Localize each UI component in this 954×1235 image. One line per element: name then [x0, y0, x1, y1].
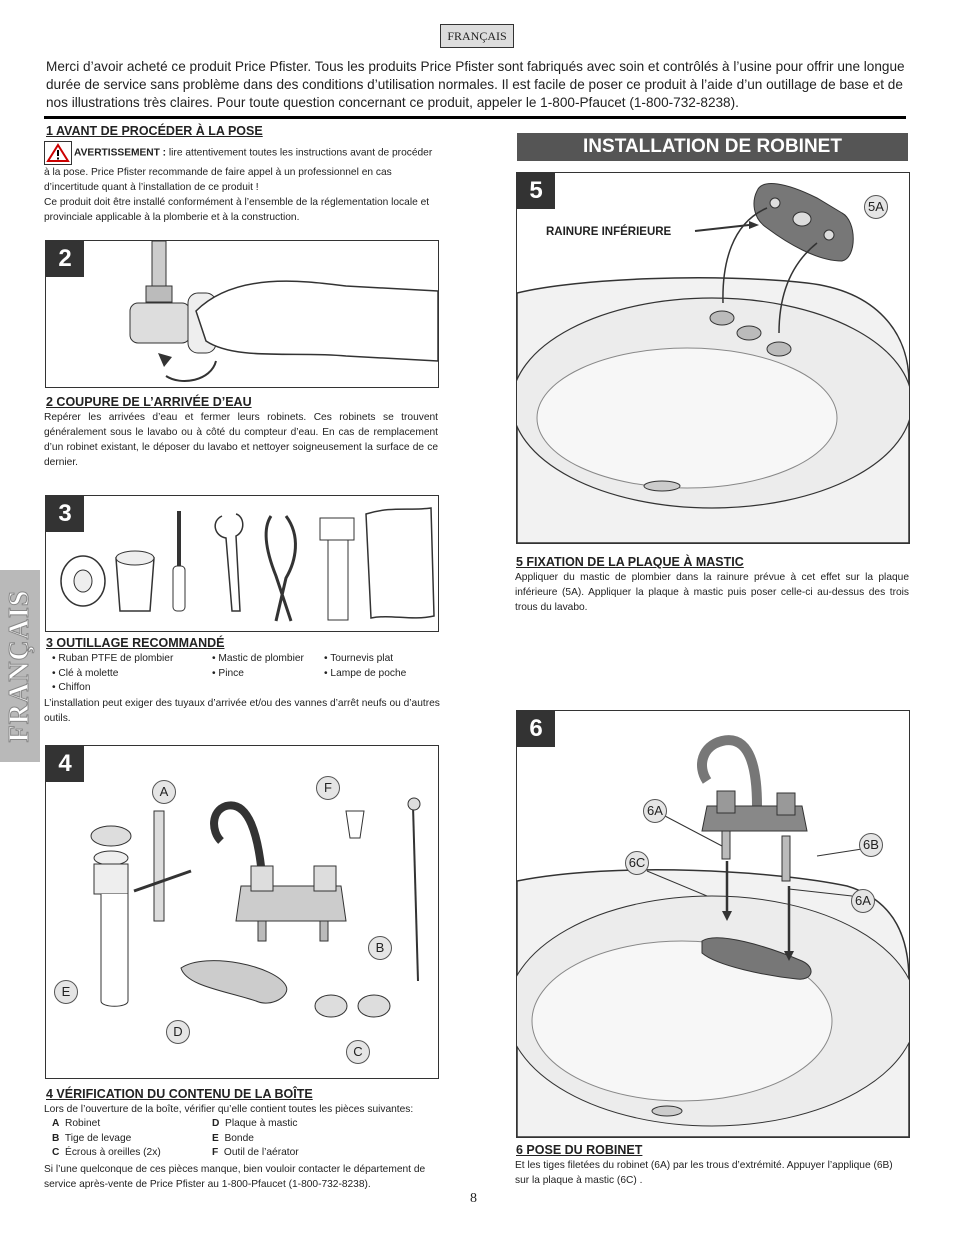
side-language-tab: FRANÇAIS	[0, 570, 40, 762]
tool-item: • Mastic de plombier	[212, 653, 304, 664]
code-text: Ce produit doit être installé conforméme…	[44, 197, 430, 223]
tools-illustration	[60, 507, 435, 622]
tools-list: • Ruban PTFE de plombier • Mastic de plo…	[52, 652, 442, 696]
section3-title: 3 OUTILLAGE RECOMMANDÉ	[46, 636, 225, 650]
parts-list: A Robinet D Plaque à mastic B Tige de le…	[52, 1117, 432, 1161]
callout-d: D	[166, 1020, 190, 1044]
part-item: D Plaque à mastic	[212, 1118, 298, 1129]
section2-text: Repérer les arrivées d’eau et fermer leu…	[44, 412, 438, 468]
figure-2-badge: 2	[46, 241, 84, 277]
section6-title: 6 POSE DU ROBINET	[516, 1143, 643, 1157]
callout-b: B	[368, 936, 392, 960]
section6-text: Et les tiges filetées du robinet (6A) pa…	[515, 1160, 893, 1186]
intro-paragraph: Merci d’avoir acheté ce produit Price Pf…	[46, 59, 905, 110]
rainure-label: RAINURE INFÉRIEURE	[546, 226, 672, 238]
callout-6a-right: 6A	[851, 889, 875, 913]
page-number: 8	[470, 1191, 477, 1206]
callout-5a: 5A	[864, 195, 888, 219]
warning-text: lire attentivement toutes les instructio…	[44, 147, 433, 193]
figure-3-badge: 3	[46, 496, 84, 532]
section1-title: 1 AVANT DE PROCÉDER À LA POSE	[46, 124, 263, 138]
callout-a: A	[152, 780, 176, 804]
warning-icon	[44, 141, 72, 165]
section4-outro: Si l’une quelconque de ces pièces manque…	[44, 1164, 426, 1190]
tool-item: • Clé à molette	[52, 667, 119, 679]
figure-5-panel: 5 RAINURE INFÉRIEURE 5A	[516, 172, 910, 544]
callout-6c: 6C	[625, 851, 649, 875]
figure-5-badge: 5	[517, 173, 555, 209]
language-tag: FRANÇAIS	[440, 24, 514, 48]
callout-6a-left: 6A	[643, 799, 667, 823]
sink-plate-illustration	[517, 183, 909, 543]
part-item: B Tige de levage	[52, 1132, 132, 1144]
section4-intro: Lors de l’ouverture de la boîte, vérifie…	[44, 1104, 414, 1115]
side-tab-label: FRANÇAIS	[4, 589, 36, 743]
tool-item: • Pince	[212, 667, 244, 679]
box-contents-illustration	[90, 797, 421, 1018]
figure-6-badge: 6	[517, 711, 555, 747]
figure-2-panel: 2	[45, 240, 439, 388]
tool-item: • Tournevis plat	[324, 653, 394, 664]
shutoff-valve-hand-illustration	[129, 241, 438, 382]
part-item: E Bonde	[212, 1132, 254, 1144]
tool-item: • Lampe de poche	[324, 667, 407, 679]
section2-title: 2 COUPURE DE L’ARRIVÉE D’EAU	[46, 395, 252, 409]
tools-note: L’installation peut exiger des tuyaux d’…	[44, 698, 440, 724]
installation-header: INSTALLATION DE ROBINET	[517, 133, 908, 161]
tool-item: • Ruban PTFE de plombier	[52, 653, 174, 664]
callout-c: C	[346, 1040, 370, 1064]
part-item: F Outil de l’aérator	[212, 1147, 299, 1158]
figure-4-badge: 4	[46, 746, 84, 782]
figure-4-panel: 4 A F B E D C	[45, 745, 439, 1079]
section5-title: 5 FIXATION DE LA PLAQUE À MASTIC	[516, 555, 744, 569]
header-divider	[44, 116, 906, 119]
callout-e: E	[54, 980, 78, 1004]
figure-6-panel: 6 6A 6B 6C 6A	[516, 710, 910, 1138]
part-item: A Robinet	[52, 1118, 101, 1129]
figure-3-panel: 3	[45, 495, 439, 632]
callout-6b: 6B	[859, 833, 883, 857]
section5-text: Appliquer du mastic de plombier dans la …	[515, 572, 909, 613]
faucet-mounting-illustration	[517, 735, 909, 1137]
tool-item: • Chiffon	[52, 682, 91, 693]
callout-f: F	[316, 776, 340, 800]
section4-title: 4 VÉRIFICATION DU CONTENU DE LA BOÎTE	[46, 1087, 313, 1101]
part-item: C Écrous à oreilles (2x)	[52, 1147, 161, 1158]
section1-body: AVERTISSEMENT : lire attentivement toute…	[44, 141, 438, 225]
warning-label: AVERTISSEMENT :	[74, 147, 167, 159]
